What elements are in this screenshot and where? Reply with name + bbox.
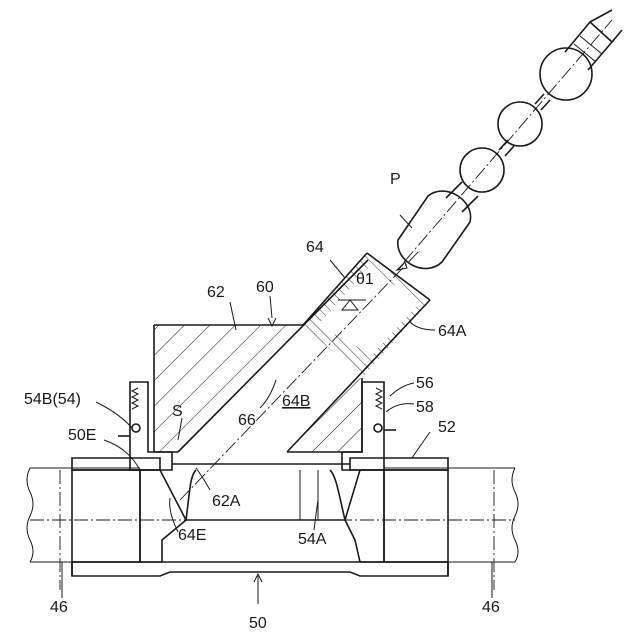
label-54a: 54A (298, 531, 327, 548)
body-50 (72, 458, 448, 576)
label-62a: 62A (212, 493, 241, 510)
probe-p (397, 10, 622, 270)
label-64: 64 (306, 239, 324, 256)
pipe-46-left (27, 468, 140, 590)
label-66: 66 (238, 412, 256, 429)
label-64b: 64B (282, 393, 310, 410)
label-54b: 54B(54) (24, 391, 81, 408)
pipe-46-right (384, 468, 518, 590)
seal-56-58-left (132, 388, 140, 432)
label-60: 60 (256, 279, 274, 296)
label-62: 62 (207, 284, 225, 301)
label-64a: 64A (438, 323, 467, 340)
label-64e: 64E (178, 527, 206, 544)
label-s: S (172, 403, 183, 420)
label-50: 50 (249, 615, 267, 632)
label-56: 56 (416, 375, 434, 392)
label-46-left: 46 (50, 599, 68, 616)
label-52: 52 (438, 419, 456, 436)
seal-56-58-right (374, 388, 382, 432)
label-p: P (390, 171, 401, 188)
label-50e: 50E (68, 427, 96, 444)
label-theta1: θ1 (356, 271, 374, 288)
label-46-right: 46 (482, 599, 500, 616)
label-58: 58 (416, 399, 434, 416)
